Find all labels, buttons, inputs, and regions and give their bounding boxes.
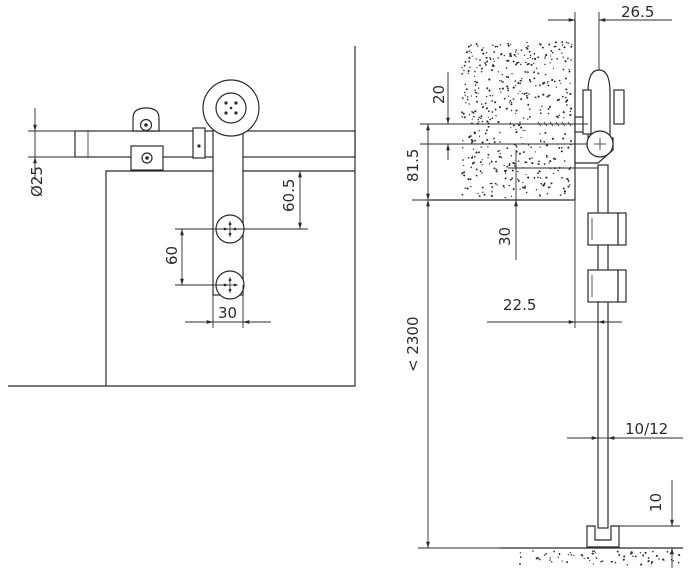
dim-below-rail: 30 xyxy=(496,227,514,246)
dim-bolt-spacing: 60 xyxy=(163,246,181,265)
hanger-strap xyxy=(212,104,244,296)
floor-guide xyxy=(586,525,620,548)
dim-door-gap: 22.5 xyxy=(503,296,536,314)
dim-door-thickness: 10/12 xyxy=(625,420,668,438)
wall-section xyxy=(461,41,573,199)
wall-outline xyxy=(8,46,356,387)
door-side xyxy=(597,164,609,529)
door-panel xyxy=(105,170,355,386)
front-view: Ø25 60.5 60 30 xyxy=(8,46,356,387)
side-view: 26.5 20 81.5 30 22.5 < 2300 10/12 xyxy=(404,3,683,568)
dim-rail-diameter: Ø25 xyxy=(28,166,46,197)
dim-bolt-offset: 30 xyxy=(218,304,237,322)
stopper xyxy=(192,127,206,159)
dim-wheel-to-door-top: 60.5 xyxy=(280,179,298,212)
dim-door-height: < 2300 xyxy=(404,316,422,372)
dim-bracket-height: 81.5 xyxy=(404,149,422,182)
wheel-side xyxy=(587,69,611,141)
dim-wall-offset: 26.5 xyxy=(621,3,654,21)
dim-floor-gap: 10 xyxy=(647,493,665,512)
dim-rail-above-center: 20 xyxy=(430,85,448,104)
